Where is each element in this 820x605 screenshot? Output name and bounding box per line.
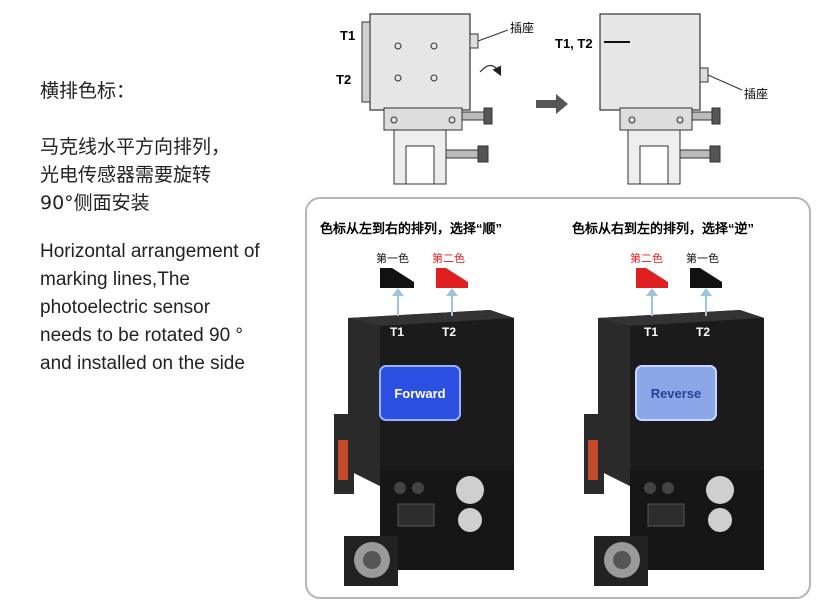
diagram-left-t2-label: T2 bbox=[336, 72, 351, 87]
panel-right-t2-label: T2 bbox=[696, 325, 710, 339]
description-en-line: photoelectric sensor bbox=[40, 297, 211, 318]
panel-left-title: 色标从左到右的排列，选择“顺” bbox=[320, 221, 502, 236]
right-mount-illustration bbox=[599, 13, 743, 185]
reverse-screen bbox=[635, 365, 717, 421]
diagram-left-t1-label: T1 bbox=[340, 28, 355, 43]
panel-left-t1-label: T1 bbox=[390, 325, 404, 339]
description-zh-line: 马克线水平方向排列， bbox=[40, 136, 231, 158]
section-heading: 横排色标： bbox=[40, 80, 136, 102]
reverse-display-text: Reverse bbox=[651, 386, 702, 401]
left-mount-illustration bbox=[361, 13, 509, 185]
description-en-line: needs to be rotated 90 ° bbox=[40, 325, 244, 346]
description-en-line: Horizontal arrangement of bbox=[40, 241, 260, 262]
diagram-right-socket-label: 插座 bbox=[744, 86, 768, 101]
description-zh-line: 90°侧面安装 bbox=[40, 192, 150, 214]
forward-display-text: Forward bbox=[394, 386, 445, 401]
mark-right-2 bbox=[690, 268, 722, 288]
panel-right-mark2-label: 第一色 bbox=[686, 251, 719, 265]
mark-right-1 bbox=[636, 268, 668, 288]
transition-arrow-icon bbox=[536, 94, 568, 114]
mark-left-1 bbox=[380, 268, 414, 288]
description-en-line: marking lines,The bbox=[40, 269, 190, 290]
panel-right-title: 色标从右到左的排列，选择“逆” bbox=[572, 221, 754, 236]
panel-left-mark2-label: 第二色 bbox=[432, 251, 465, 265]
diagram-right-t1t2-label: T1, T2 bbox=[555, 36, 593, 51]
description-zh-line: 光电传感器需要旋转 bbox=[40, 164, 212, 186]
forward-screen bbox=[379, 365, 461, 421]
panel-right-mark1-label: 第二色 bbox=[630, 251, 663, 265]
panel-right-t1-label: T1 bbox=[644, 325, 658, 339]
panel-left-mark1-label: 第一色 bbox=[376, 251, 409, 265]
mark-left-2 bbox=[436, 268, 468, 288]
sensor-left-body bbox=[334, 310, 514, 586]
sensor-right-body bbox=[584, 310, 764, 586]
panel-left-t2-label: T2 bbox=[442, 325, 456, 339]
diagram-left-socket-label: 插座 bbox=[510, 20, 534, 35]
description-en-line: and installed on the side bbox=[40, 353, 245, 374]
